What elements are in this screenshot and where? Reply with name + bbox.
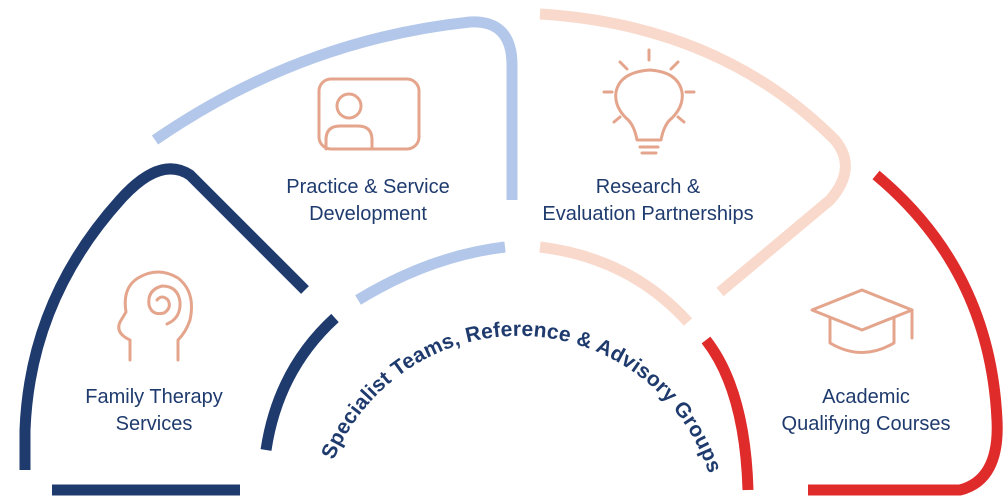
research-label: Research & Evaluation Partnerships — [542, 174, 753, 228]
center-label-text: Specialist Teams, Reference & Advisory G… — [317, 318, 726, 476]
head-spiral-icon — [117, 270, 193, 362]
family-outer-border — [19, 163, 309, 470]
person-card-icon — [317, 77, 421, 151]
practice-label-line2: Development — [309, 203, 427, 225]
research-label-line1: Research & — [595, 176, 701, 198]
research-inner-arc — [539, 241, 693, 326]
graduation-cap-icon — [810, 288, 914, 354]
center-curved-label: Specialist Teams, Reference & Advisory G… — [317, 318, 726, 476]
academic-inner-arc — [701, 336, 754, 491]
research-label-line2: Evaluation Partnerships — [542, 203, 754, 225]
academic-outer-border — [808, 170, 1003, 496]
family-label-line1: Family Therapy — [85, 386, 223, 408]
practice-label: Practice & Service Development — [286, 174, 449, 228]
research-outer-border — [539, 8, 851, 297]
lightbulb-icon — [602, 48, 696, 155]
family-label: Family Therapy Services — [85, 384, 222, 438]
practice-label-line1: Practice & Service — [286, 176, 450, 198]
academic-label: Academic Qualifying Courses — [782, 384, 951, 438]
family-inner-arc — [260, 313, 339, 451]
practice-inner-arc — [355, 241, 506, 305]
academic-label-line2: Qualifying Courses — [781, 413, 951, 435]
family-label-line2: Services — [115, 413, 193, 435]
academic-label-line1: Academic — [822, 386, 910, 408]
practice-outer-border — [151, 16, 518, 200]
